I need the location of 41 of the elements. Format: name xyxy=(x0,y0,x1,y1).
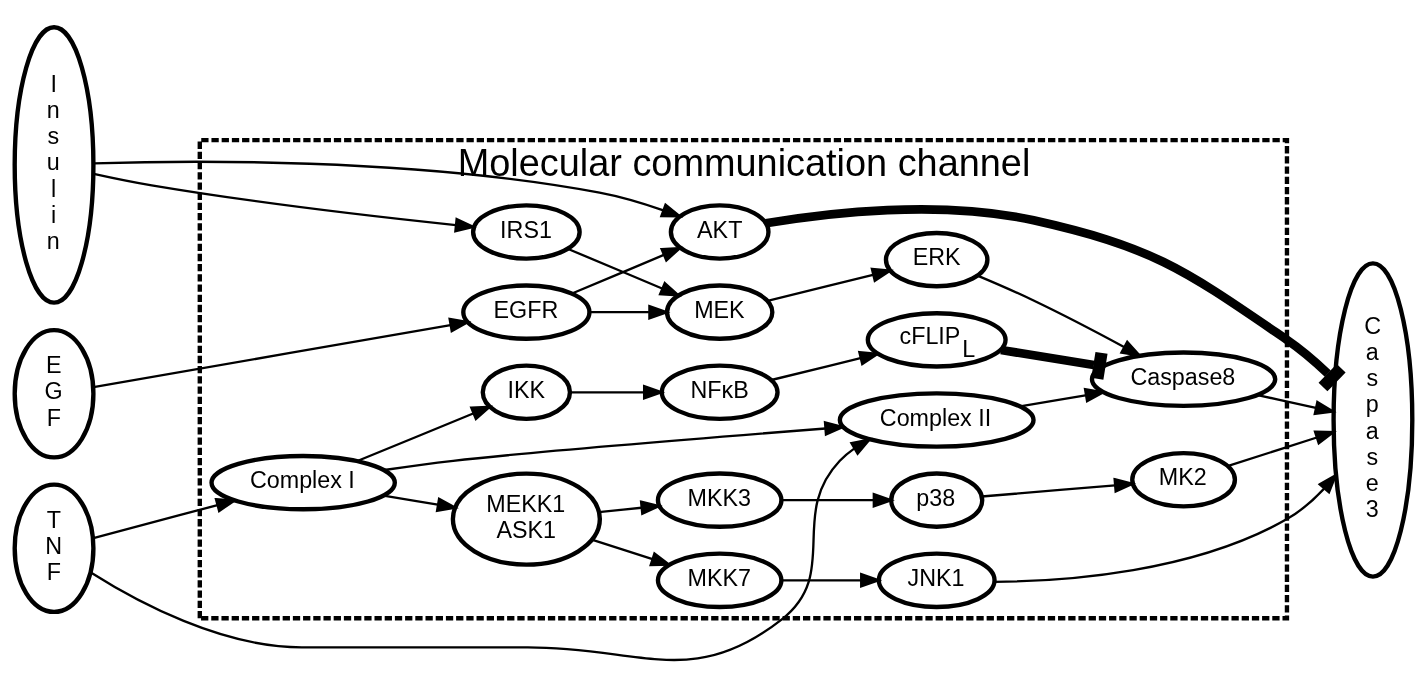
arrow xyxy=(1257,393,1337,416)
node-ellipse: MKK7 xyxy=(655,551,784,610)
arrow xyxy=(384,420,847,472)
arrow xyxy=(93,317,472,389)
node-ellipse: IKK xyxy=(480,363,573,422)
arrow xyxy=(589,304,671,320)
arrow xyxy=(93,160,684,218)
arrow xyxy=(1227,430,1337,467)
node-ellipse: EGF xyxy=(12,327,96,460)
arrow xyxy=(591,538,673,567)
node-ellipse: IRS1 xyxy=(470,203,582,261)
node-ellipse: MEK xyxy=(664,283,775,341)
arrow xyxy=(781,492,895,508)
node-ellipse: AKT xyxy=(668,203,771,261)
arrow xyxy=(598,500,663,516)
arrow xyxy=(570,384,666,401)
node-ellipse: EGFR xyxy=(461,283,592,341)
node-ellipse: Insulin xyxy=(12,25,96,305)
arrow xyxy=(356,405,494,463)
node-ellipse: Caspase3 xyxy=(1331,261,1415,579)
arrow xyxy=(93,172,477,233)
node-ellipse: MEKK1 ASK1 xyxy=(450,471,603,567)
node-ellipse: Complex II xyxy=(837,391,1036,449)
node-ellipse: MKK3 xyxy=(655,471,784,529)
node-ellipse: NFκB xyxy=(659,363,780,422)
arrow xyxy=(767,267,894,302)
node-ellipse: MK2 xyxy=(1130,450,1238,509)
connector xyxy=(1000,345,1108,380)
arrow xyxy=(1019,387,1107,408)
arrow xyxy=(771,350,882,382)
node-ellipse: TNF xyxy=(12,482,96,615)
connector xyxy=(765,205,1346,392)
arrow xyxy=(977,274,1143,358)
arrow xyxy=(981,477,1137,498)
arrow xyxy=(93,497,238,540)
arrow xyxy=(90,437,873,661)
arrow xyxy=(383,494,459,513)
node-ellipse: p38 xyxy=(889,471,985,529)
arrow xyxy=(781,572,883,589)
node-ellipse: ERK xyxy=(883,230,990,289)
node-ellipse: JNK1 xyxy=(876,551,997,610)
